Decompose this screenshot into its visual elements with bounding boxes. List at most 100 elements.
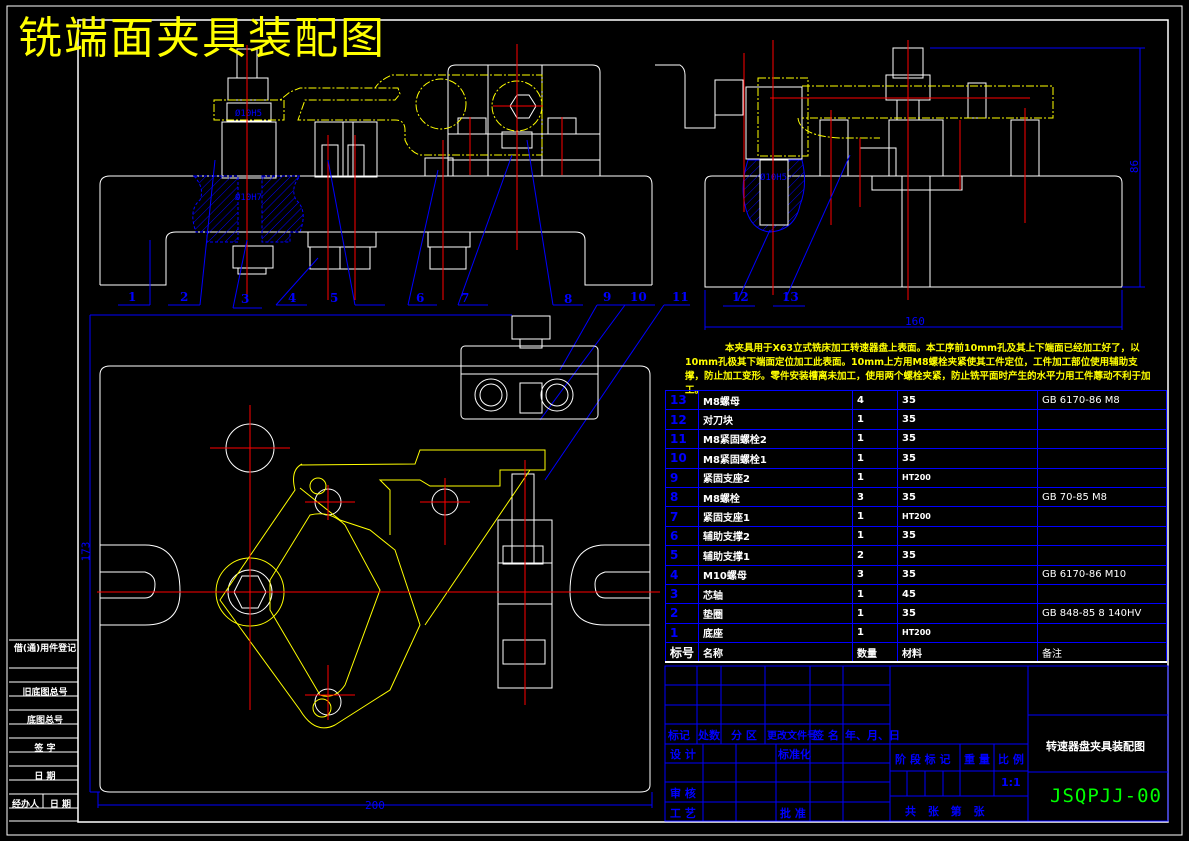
bom-cell-name: 紧固支座2	[698, 467, 854, 488]
leader-label-12: 12	[732, 290, 749, 304]
bom-cell-remark	[1037, 428, 1167, 450]
dimension-height-173: 173	[79, 541, 93, 562]
side-sign-label: 签 字	[34, 744, 56, 754]
bom-cell-remark	[1037, 583, 1167, 605]
bom-cell-quantity: 1	[852, 622, 899, 644]
bom-cell-name: 辅助支撑2	[698, 525, 854, 547]
bom-cell-quantity: 3	[852, 486, 899, 508]
bom-cell-number: 3	[664, 583, 700, 605]
plan-view	[99, 315, 651, 793]
fit-dimension-lower: Ø10H7	[235, 192, 262, 203]
bom-cell-quantity: 1	[852, 409, 899, 430]
centerlines-front	[246, 44, 563, 300]
bom-cell-quantity: 2	[852, 545, 899, 566]
bom-cell-name: 紧固支座1	[698, 506, 854, 527]
bom-cell-material: 45	[897, 583, 1039, 605]
bom-header-no: 标号	[664, 642, 700, 664]
tb-signature-header: 签 名	[813, 729, 839, 742]
fit-dimension-side: Ø10H5	[760, 172, 787, 183]
bom-cell-remark	[1037, 622, 1167, 644]
tb-mark-header: 标记	[668, 729, 690, 742]
bom-cell-remark	[1037, 545, 1167, 566]
tb-process-label: 工 艺	[670, 807, 696, 820]
bom-cell-number: 13	[664, 389, 700, 411]
left-binding-strip	[9, 639, 78, 822]
side-borrowed-parts-label: 借(通)用件登记	[13, 644, 77, 654]
centerlines-side	[743, 40, 1030, 300]
side-date2-label: 日 期	[49, 800, 72, 810]
leader-label-7: 7	[461, 291, 470, 305]
leader-label-9: 9	[603, 290, 612, 304]
bom-cell-remark	[1037, 506, 1167, 527]
dimension-height-86: 86	[1128, 159, 1142, 174]
bom-cell-name: 垫圈	[698, 603, 854, 624]
bom-header-material: 材料	[897, 642, 1039, 664]
bom-cell-number: 5	[664, 545, 700, 566]
bom-cell-remark: GB 70-85 M8	[1037, 486, 1167, 508]
bom-cell-material: 35	[897, 389, 1039, 411]
sheet-inner-border	[77, 19, 1169, 823]
bom-cell-number: 2	[664, 603, 700, 624]
bom-cell-quantity: 1	[852, 448, 899, 469]
side-base-number-label: 底图总号	[26, 716, 63, 726]
leader-label-2: 2	[180, 290, 189, 304]
bom-cell-material: 35	[897, 486, 1039, 508]
tb-change-doc-header: 更改文件号	[767, 731, 817, 742]
tb-stage-mark-label: 阶 段 标 记	[895, 753, 951, 766]
dimension-width-200: 200	[365, 799, 385, 812]
tb-standardization-label: 标准化	[778, 748, 811, 761]
tb-drawing-name: 转速器盘夹具装配图	[1046, 740, 1145, 753]
leader-label-8: 8	[564, 292, 573, 306]
bom-cell-remark	[1037, 448, 1167, 469]
plan-dimensions	[89, 314, 653, 808]
bom-cell-material: 35	[897, 545, 1039, 566]
bom-cell-material: HT200	[897, 467, 1039, 488]
side-view	[655, 47, 1123, 288]
bom-cell-material: 35	[897, 428, 1039, 450]
sheet-outer-border	[6, 5, 1183, 836]
tb-date-header: 年、月、日	[845, 729, 900, 742]
bom-cell-quantity: 1	[852, 467, 899, 488]
bom-cell-name: M10螺母	[698, 564, 854, 585]
tb-scale-value: 1:1	[1001, 776, 1021, 789]
centerlines-plan	[97, 405, 660, 720]
side-date-label: 日 期	[34, 772, 56, 782]
bom-cell-number: 8	[664, 486, 700, 508]
leader-label-5: 5	[330, 291, 339, 305]
tb-drawing-code: JSQPJJ-00	[1050, 785, 1162, 807]
bom-cell-quantity: 1	[852, 525, 899, 547]
bom-header-row: 标号名称数量材料备注	[664, 642, 1167, 664]
tb-count-header: 处数	[698, 729, 720, 742]
side-hatch: Ø10H5	[742, 159, 806, 233]
bom-header-name: 名称	[698, 642, 854, 664]
leader-label-3: 3	[241, 292, 250, 306]
bom-cell-material: 35	[897, 448, 1039, 469]
bom-header-remark: 备注	[1037, 642, 1167, 664]
bom-cell-name: 底座	[698, 622, 854, 644]
leader-lines-front	[118, 139, 690, 481]
workpiece-front	[213, 74, 543, 156]
bom-cell-name: M8紧固螺栓2	[698, 428, 854, 450]
bom-cell-name: 辅助支撑1	[698, 545, 854, 566]
bom-cell-number: 12	[664, 409, 700, 430]
bom-cell-quantity: 3	[852, 564, 899, 585]
side-dimensions	[704, 47, 1145, 330]
bom-cell-name: 芯轴	[698, 583, 854, 605]
bom-cell-number: 7	[664, 506, 700, 527]
bom-cell-material: 35	[897, 409, 1039, 430]
section-hatch: Ø10H7 Ø10H5	[192, 108, 304, 243]
bom-cell-remark: GB 6170-86 M10	[1037, 564, 1167, 585]
bom-cell-remark	[1037, 467, 1167, 488]
bom-cell-quantity: 1	[852, 603, 899, 624]
dimension-width-160: 160	[905, 315, 925, 328]
tb-approve-label: 批 准	[780, 807, 806, 820]
bom-cell-number: 4	[664, 564, 700, 585]
tb-sheets-label: 共 张 第 张	[905, 805, 985, 818]
